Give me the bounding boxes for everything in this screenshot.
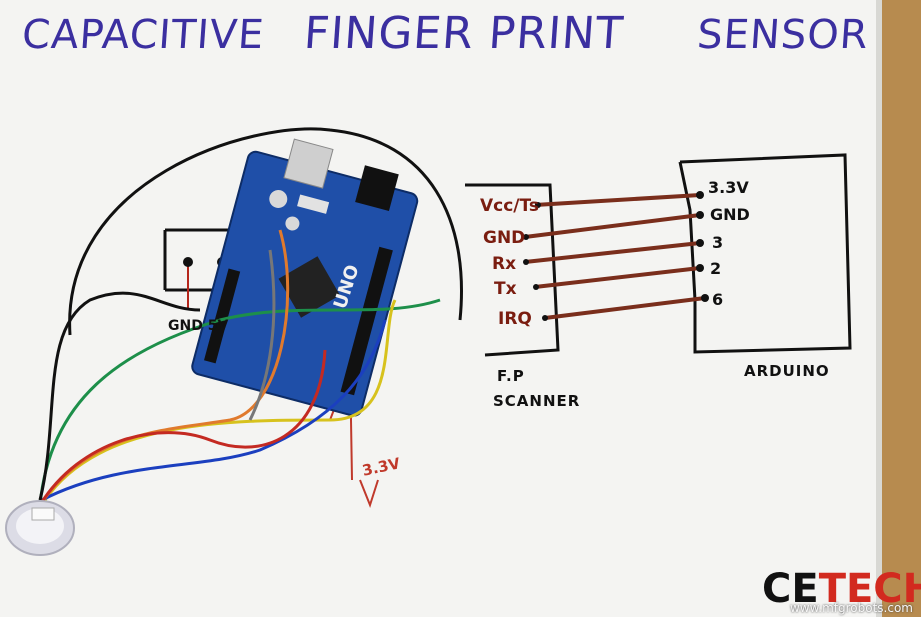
black-arc xyxy=(68,127,463,336)
title-word-2: FINGER PRINT xyxy=(302,8,626,59)
arduino-box xyxy=(679,153,852,354)
fp-scanner-box xyxy=(465,183,560,357)
arduino-pin-label-2: 2 xyxy=(710,259,722,278)
jumper-wires xyxy=(38,229,441,506)
fp-pin-label-rx: Rx xyxy=(492,254,517,274)
fp-pin-label-tx: Tx xyxy=(494,279,517,299)
fp-pin-label-vcc: Vcc/Ts xyxy=(480,196,539,216)
fp-pin-label-irq: IRQ xyxy=(498,309,532,329)
arduino-caption: ARDUINO xyxy=(744,362,830,380)
connection-wires xyxy=(524,193,706,320)
title-word-3: SENSOR xyxy=(695,12,871,58)
wood-edge xyxy=(880,0,921,617)
arduino-uno-board xyxy=(191,138,419,417)
fp-pin-label-gnd: GND xyxy=(483,228,526,248)
cetech-logo: CETECH xyxy=(762,566,921,612)
fp-caption-line1: F.P xyxy=(497,367,525,385)
arduino-pin-label-gnd: GND xyxy=(710,205,750,224)
fingerprint-sensor xyxy=(5,500,75,556)
title-word-1: CAPACITIVE xyxy=(20,12,266,58)
arduino-pin-label-3: 3 xyxy=(712,233,724,252)
fp-caption-line2: SCANNER xyxy=(493,392,581,410)
arduino-pin-label-3v3: 3.3V xyxy=(708,178,749,197)
page-title: CAPACITIVE FINGER PRINT SENSOR xyxy=(20,8,884,68)
watermark: www.mfgrobots.com xyxy=(789,601,913,615)
power-box-label: GND 5V xyxy=(168,318,229,334)
arduino-pin-label-6: 6 xyxy=(712,290,724,309)
